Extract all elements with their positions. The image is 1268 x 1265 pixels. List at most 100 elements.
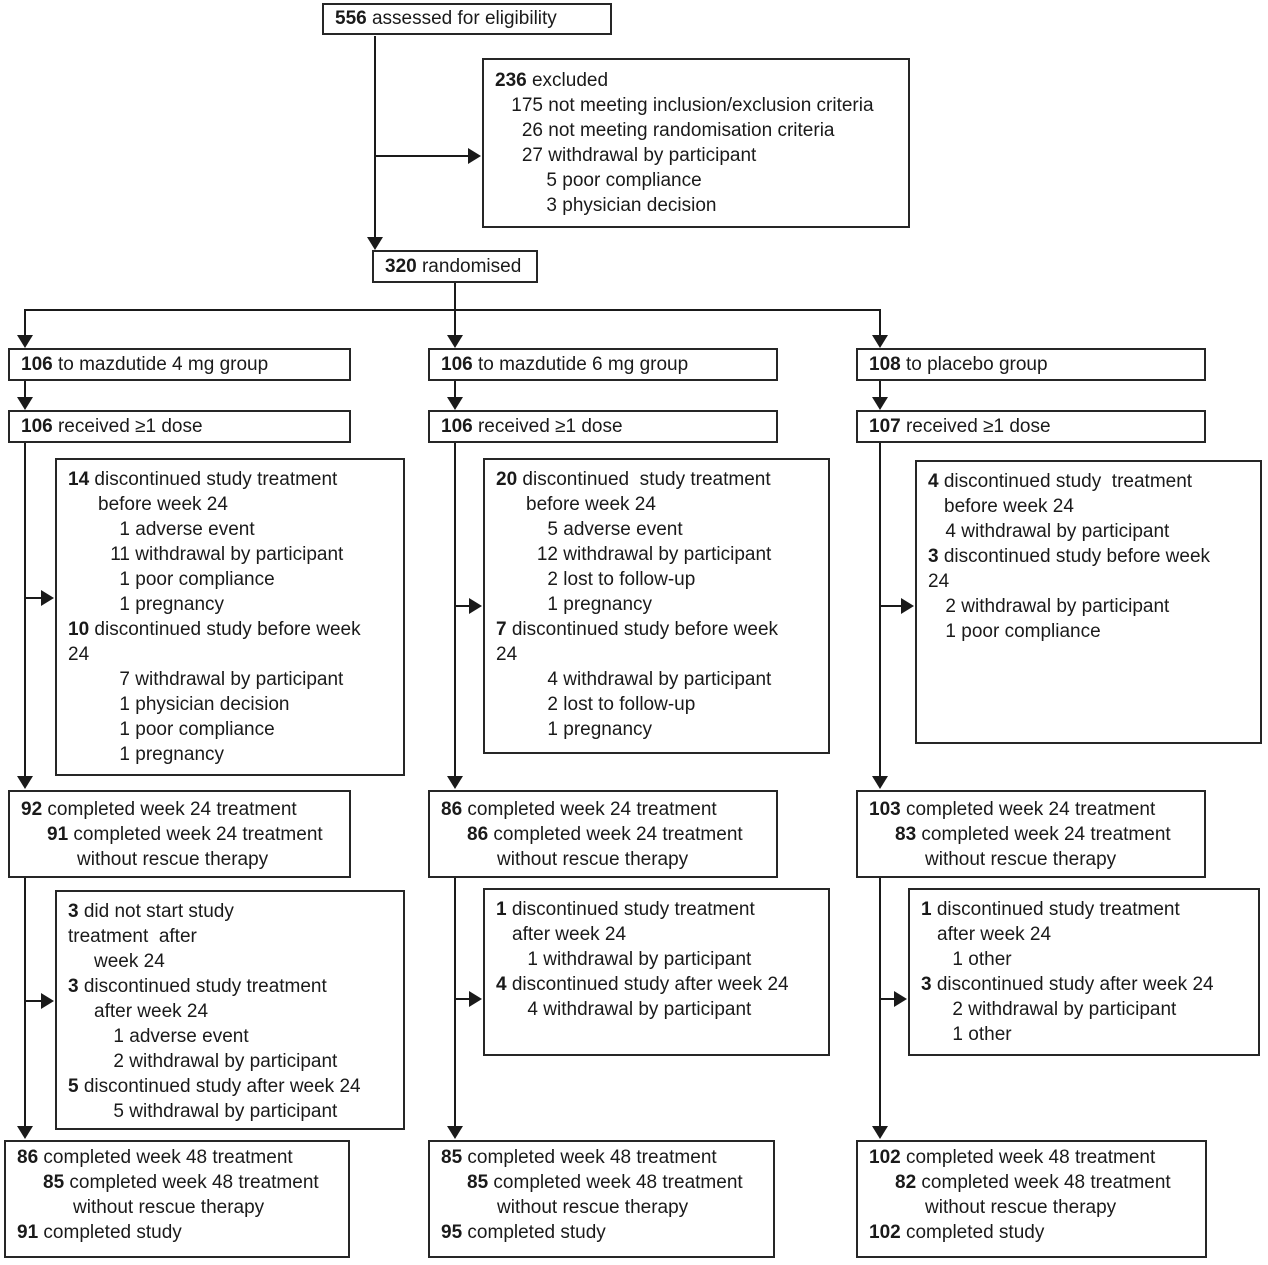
- flow-line: 1 poor compliance: [945, 621, 1101, 642]
- flow-line: before week 24: [98, 494, 228, 515]
- flow-line: 12 withdrawal by participant: [536, 544, 772, 565]
- flow-line: 3 physician decision: [546, 195, 717, 216]
- flow-line: 1 pregnancy: [119, 744, 225, 765]
- box-discontinued-after-week24-mazdutide-6mg: 1 discontinued study treatment after week…: [483, 888, 830, 1056]
- flow-line: 106 received ≥1 dose: [21, 416, 203, 437]
- arrow-week24-to-week48: [17, 878, 888, 1139]
- flow-line: 95 completed study: [441, 1222, 606, 1243]
- flow-line: 86 completed week 24 treatment: [467, 824, 743, 845]
- box-completed-week48-mazdutide-4mg: 86 completed week 48 treatment 85 complet…: [4, 1140, 350, 1258]
- arrow-branch-discontinued-before-week24: [25, 590, 914, 614]
- flow-line: 85 completed week 48 treatment: [467, 1172, 743, 1193]
- box-assigned-mazdutide-6mg: 106 to mazdutide 6 mg group: [428, 348, 778, 381]
- flow-line: week 24: [94, 951, 165, 972]
- flow-line: 2 lost to follow-up: [547, 569, 696, 590]
- flow-line: 24: [496, 644, 518, 665]
- flow-line: before week 24: [944, 496, 1074, 517]
- flow-line: 85 completed week 48 treatment: [441, 1147, 717, 1168]
- box-assessed-for-eligibility: 556 assessed for eligibility: [322, 3, 612, 35]
- flow-line: 106 to mazdutide 4 mg group: [21, 354, 269, 375]
- flow-line: 320 randomised: [385, 256, 522, 277]
- flow-line: 1 other: [952, 1024, 1012, 1045]
- box-completed-week24-placebo: 103 completed week 24 treatment 83 comple…: [856, 790, 1206, 878]
- box-received-dose-mazdutide-6mg: 106 received ≥1 dose: [428, 410, 778, 443]
- flow-line: 3 discontinued study after week 24: [921, 974, 1214, 995]
- flow-line: 4 withdrawal by participant: [547, 669, 772, 690]
- flow-line: 27 withdrawal by participant: [521, 145, 757, 166]
- flow-line: 3 did not start study: [68, 901, 234, 922]
- flow-line: 1 physician decision: [119, 694, 290, 715]
- flow-line: 5 poor compliance: [546, 170, 702, 191]
- flow-line: 1 adverse event: [119, 519, 255, 540]
- flow-line: without rescue therapy: [77, 849, 269, 870]
- box-randomised: 320 randomised: [372, 250, 538, 283]
- flow-line: 5 adverse event: [547, 519, 683, 540]
- box-received-dose-mazdutide-4mg: 106 received ≥1 dose: [8, 410, 351, 443]
- box-received-dose-placebo: 107 received ≥1 dose: [856, 410, 1206, 443]
- flow-line: 102 completed study: [869, 1222, 1045, 1243]
- flow-line: 4 discontinued study treatment: [928, 471, 1193, 492]
- flow-line: 103 completed week 24 treatment: [869, 799, 1156, 820]
- flow-line: 2 withdrawal by participant: [113, 1051, 338, 1072]
- flow-line: 4 withdrawal by participant: [527, 999, 752, 1020]
- flow-line: 1 pregnancy: [547, 594, 653, 615]
- arrow-eligibility-to-randomised: [367, 36, 383, 250]
- flow-line: 92 completed week 24 treatment: [21, 799, 297, 820]
- flow-line: without rescue therapy: [497, 1197, 689, 1218]
- flow-line: 10 discontinued study before week: [68, 619, 361, 640]
- flow-line: 236 excluded: [495, 70, 609, 91]
- flow-line: after week 24: [94, 1001, 209, 1022]
- flow-line: without rescue therapy: [73, 1197, 265, 1218]
- box-discontinued-before-week24-placebo: 4 discontinued study treatment before wee…: [915, 460, 1262, 744]
- flow-line: 85 completed week 48 treatment: [43, 1172, 319, 1193]
- flow-line: 1 discontinued study treatment: [496, 899, 755, 920]
- flow-line: 86 completed week 48 treatment: [17, 1147, 293, 1168]
- box-completed-week24-mazdutide-4mg: 92 completed week 24 treatment 91 complet…: [8, 790, 351, 878]
- flow-line: 3 discontinued study before week: [928, 546, 1211, 567]
- box-completed-week48-placebo: 102 completed week 48 treatment 82 comple…: [856, 1140, 1207, 1258]
- box-assigned-mazdutide-4mg: 106 to mazdutide 4 mg group: [8, 348, 351, 381]
- flow-line: 4 withdrawal by participant: [945, 521, 1170, 542]
- arrow-to-excluded: [375, 148, 481, 164]
- flow-line: 91 completed study: [17, 1222, 182, 1243]
- flow-line: before week 24: [526, 494, 656, 515]
- flow-line: without rescue therapy: [925, 1197, 1117, 1218]
- flow-line: 11 withdrawal by participant: [110, 544, 344, 565]
- flow-line: 1 poor compliance: [119, 719, 275, 740]
- flow-line: 91 completed week 24 treatment: [47, 824, 323, 845]
- flow-line: 4 discontinued study after week 24: [496, 974, 789, 995]
- flow-line: 20 discontinued study treatment: [496, 469, 771, 490]
- flow-line: 556 assessed for eligibility: [335, 8, 557, 29]
- flow-line: 3 discontinued study treatment: [68, 976, 327, 997]
- flow-line: after week 24: [937, 924, 1052, 945]
- flow-line: 82 completed week 48 treatment: [895, 1172, 1171, 1193]
- flow-line: 7 withdrawal by participant: [119, 669, 344, 690]
- flow-line: 106 received ≥1 dose: [441, 416, 623, 437]
- flow-line: 1 withdrawal by participant: [527, 949, 752, 970]
- flow-line: 83 completed week 24 treatment: [895, 824, 1171, 845]
- flow-line: 7 discontinued study before week: [496, 619, 779, 640]
- flow-line: 106 to mazdutide 6 mg group: [441, 354, 689, 375]
- flow-line: 5 withdrawal by participant: [113, 1101, 338, 1122]
- flow-line: 107 received ≥1 dose: [869, 416, 1051, 437]
- flow-line: 24: [68, 644, 90, 665]
- box-discontinued-before-week24-mazdutide-6mg: 20 discontinued study treatment before we…: [483, 458, 830, 754]
- flow-line: 1 adverse event: [113, 1026, 249, 1047]
- flow-line: 102 completed week 48 treatment: [869, 1147, 1156, 1168]
- flow-line: 2 lost to follow-up: [547, 694, 696, 715]
- flow-line: after week 24: [512, 924, 627, 945]
- arrow-assigned-to-received: [17, 381, 888, 410]
- flow-line: 108 to placebo group: [869, 354, 1048, 375]
- flow-line: 1 pregnancy: [547, 719, 653, 740]
- flow-line: without rescue therapy: [497, 849, 689, 870]
- arrow-branch-discontinued-after-week24: [25, 991, 907, 1009]
- flow-line: 1 other: [952, 949, 1012, 970]
- flow-line: 2 withdrawal by participant: [952, 999, 1177, 1020]
- flow-line: 1 pregnancy: [119, 594, 225, 615]
